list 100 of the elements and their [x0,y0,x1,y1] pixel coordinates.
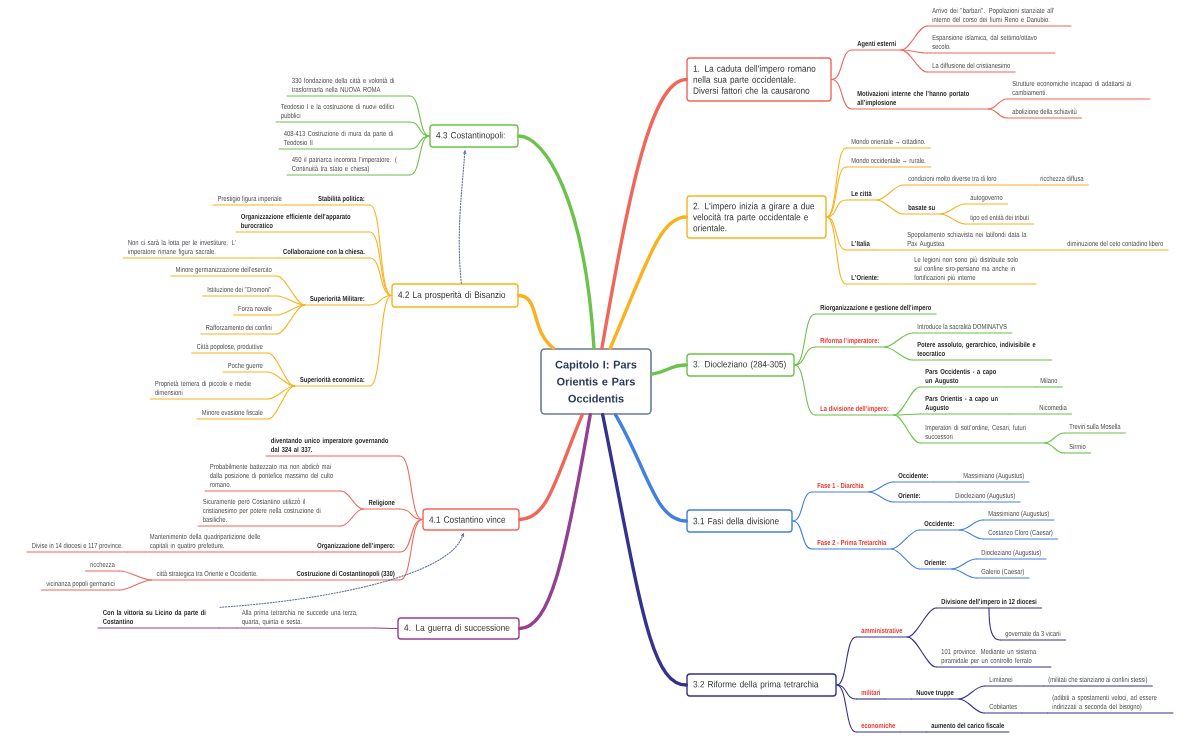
topic-box: 3. Diocleziano (284-305) [686,353,795,377]
main-branch-curve [518,413,592,631]
branch-line [1017,685,1044,687]
branch-line [900,49,928,54]
branch-line [119,579,152,591]
topic-box: 3.2 Riforme della prima tetrarchia [686,673,837,697]
branch-line [959,519,984,531]
branch-line [409,121,430,137]
main-branch-curve [613,413,688,523]
branch-line [1035,249,1063,251]
branch-line [874,249,903,251]
branch-line [340,490,364,510]
dotted-arrow [219,533,464,608]
main-branch-curve [600,77,688,350]
branch-line [907,636,937,668]
branch-line [868,481,894,493]
topic-box: 4.1 Costantino vince [422,508,520,531]
branch-line [826,147,847,218]
branch-line [399,455,423,521]
branch-line [127,551,146,553]
branch-line [893,414,921,444]
branch-line [884,332,913,348]
branch-line [826,166,847,218]
branch-line [1043,432,1065,444]
topic-box: 3.1 Fasi della divisione [686,509,793,533]
branch-line [831,78,853,110]
branch-line [836,636,857,686]
branch-line [399,518,423,553]
branch-line [987,98,1008,110]
branch-line [988,607,1001,641]
branch-line [794,346,816,366]
branch-line [369,257,392,297]
branch-line [891,529,920,550]
branch-line [826,199,847,218]
branch-line [884,346,913,361]
branch-line [1021,712,1048,714]
dotted-arrow [458,150,467,284]
branch-line [276,304,306,335]
branch-line [282,551,313,553]
branch-line [831,49,853,81]
branch-line [826,216,847,285]
branch-line [899,731,927,733]
branch-line [939,213,966,225]
branch-line [939,203,966,215]
branch-line [907,607,937,638]
branch-line [276,304,306,316]
main-branch-curve [650,363,688,376]
branch-line [893,386,921,416]
branch-line [267,385,296,420]
branch-line [369,231,392,297]
branch-line [987,108,1008,119]
branch-line [951,558,977,570]
branch-line [876,184,904,201]
branch-line [900,49,928,73]
branch-line [925,501,951,503]
topic-box: 1. La caduta dell'impero romano nella sua parte occidentale. Diversi fattori che la causarono [686,57,832,102]
main-branch-curve [517,134,596,350]
branch-line [374,627,398,630]
branch-line [399,518,423,581]
central-topic-box: Capitolo I: Pars Orientis e Pars Occidentis [540,348,652,415]
main-branch-curve [517,293,556,350]
topic-box: 4.2 La prosperità di Bisanzio [391,283,519,308]
branch-line [1008,413,1035,415]
branch-line [1043,442,1065,454]
branch-line [219,627,238,629]
branch-line [868,491,894,503]
branch-line [836,684,857,733]
branch-line [119,570,152,581]
topic-box: 4. La guerra di successione [397,617,520,640]
branch-line [409,95,430,137]
branch-line [409,135,430,176]
branch-line [340,508,364,527]
branch-line [885,698,912,700]
branch-line [286,204,314,206]
branch-line [958,698,985,714]
branch-line [369,294,392,306]
branch-line [794,364,816,416]
branch-line [951,568,977,579]
branch-line [883,283,910,285]
branch-line [876,199,904,215]
branch-line [262,579,292,581]
branch-line [792,491,813,522]
branch-line [933,481,959,483]
branch-line [826,216,847,251]
branch-line [369,204,392,297]
branch-line [794,313,816,366]
main-branch-curve [608,215,688,350]
branch-line [267,371,296,387]
branch-line [252,257,279,259]
branch-line [959,529,984,540]
branch-line [276,295,306,306]
main-branch-curve [601,413,688,687]
topic-box: 2. L'impero inizia a girare a due velocità tra parte occidentale e orientale. [686,195,827,239]
branch-line [891,548,920,570]
main-branch-curve [518,413,584,522]
branch-line [369,294,392,387]
branch-line [1005,386,1036,388]
branch-line [1001,184,1036,186]
branch-line [792,520,813,550]
topic-box: 4.3 Costantinopoli: [429,124,519,148]
